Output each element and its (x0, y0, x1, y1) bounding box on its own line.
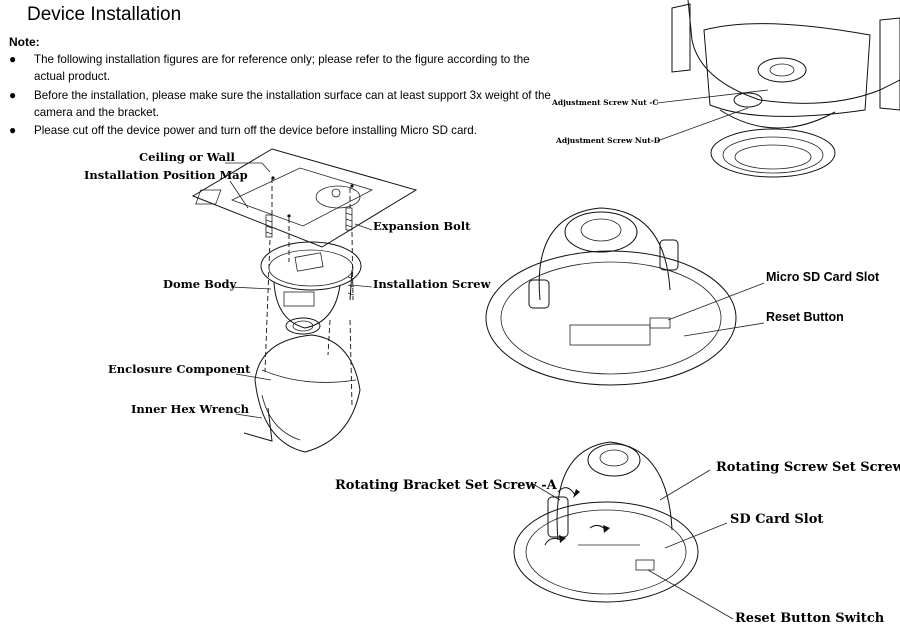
expansion-bolt-right (345, 207, 353, 231)
note-text: Before the installation, please make sur… (34, 88, 551, 119)
label-dome-body: Dome Body (163, 277, 237, 291)
expansion-bolt-left (265, 214, 273, 238)
note-text: Please cut off the device power and turn… (34, 124, 477, 138)
label-installation-position-map: Installation Position Map (84, 168, 248, 182)
note-text: The following installation figures are f… (34, 53, 530, 84)
label-enclosure-component: Enclosure Component (108, 362, 251, 376)
lens-adjustment-drawing (671, 0, 900, 178)
label-ceiling-or-wall: Ceiling or Wall (139, 150, 235, 164)
notes-list: ● The following installation figures are … (9, 51, 554, 140)
label-inner-hex-wrench: Inner Hex Wrench (131, 402, 250, 416)
leader-lines-fig3 (667, 282, 765, 337)
installation-exploded-drawing (191, 148, 418, 453)
label-reset-button-switch: Reset Button Switch (735, 611, 885, 626)
rotating-bracket-drawing (513, 441, 699, 603)
note-item: ● The following installation figures are … (9, 51, 554, 86)
note-label: Note: (9, 35, 40, 49)
label-expansion-bolt: Expansion Bolt (373, 219, 471, 233)
leader-lines-fig4 (532, 469, 734, 620)
bullet-icon: ● (9, 123, 17, 138)
label-rotating-screw-set-screw-b: Rotating Screw Set Screw-B (716, 460, 900, 475)
bullet-icon: ● (9, 87, 17, 102)
note-item: ● Before the installation, please make su… (9, 87, 554, 122)
leader-lines-fig2 (656, 89, 769, 142)
label-sd-card-slot: SD Card Slot (730, 512, 824, 527)
label-adjustment-screw-nut-d: Adjustment Screw Nut-D (556, 136, 661, 145)
label-micro-sd-card-slot: Micro SD Card Slot (766, 270, 880, 284)
label-rotating-bracket-set-screw-a: Rotating Bracket Set Screw -A (335, 478, 557, 493)
label-adjustment-screw-nut-c: Adjustment Screw Nut -C (552, 98, 659, 107)
note-item: ● Please cut off the device power and tur… (9, 122, 554, 139)
label-installation-screw: Installation Screw (373, 277, 491, 291)
micro-sd-drawing (485, 207, 737, 386)
leader-lines-fig1 (225, 162, 373, 419)
label-reset-button: Reset Button (766, 310, 844, 324)
page-title: Device Installation (27, 4, 182, 25)
bullet-icon: ● (9, 52, 17, 66)
